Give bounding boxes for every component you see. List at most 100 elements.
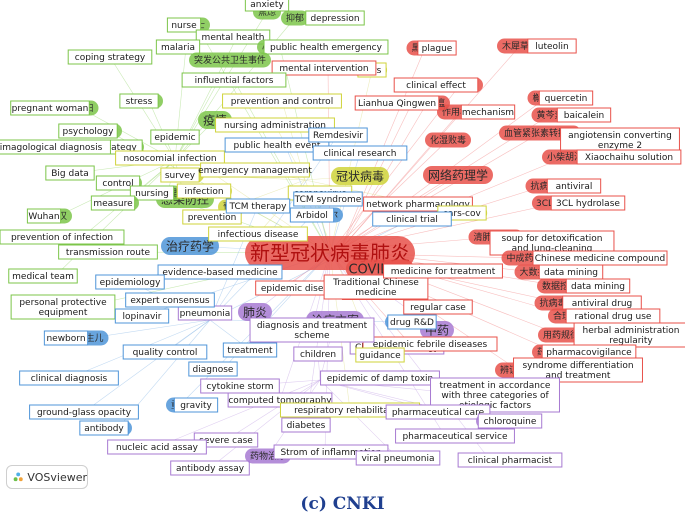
node-box-yingdui (67, 49, 153, 65)
node-yingxiangjc[interactable]: 影像学检查imagological diagnosis (0, 139, 111, 155)
node-liuxingbing[interactable]: 流行病学epidemiology (95, 274, 165, 290)
node-yiqingshidu[interactable]: 湿毒疫epidemic of damp toxin (320, 370, 440, 386)
node-kangtijc[interactable]: 抗体检测antibody assay (170, 460, 250, 476)
node-tangniao[interactable]: 糖尿病diabetes (281, 417, 331, 433)
node-yaowujj[interactable]: 药物警戒pharmacovigilance (532, 344, 637, 360)
node-wuhan[interactable]: 武汉Wuhan (26, 208, 72, 224)
node-bingdu[interactable]: 病毒性肺炎viral pneumonia (355, 450, 441, 466)
node-yingdui[interactable]: 应对策略coping strategy (67, 49, 153, 65)
node-yiliao[interactable]: 医疗队medical team (8, 268, 78, 284)
node-zhongyizhenghou[interactable]: 中医证候TCM syndrome (293, 191, 363, 207)
node-ertong[interactable]: 儿童children (293, 346, 343, 362)
node-hushi[interactable]: 护士nurse (166, 17, 210, 33)
node-xinliganyu[interactable]: 心理健康public health emergency (257, 39, 389, 55)
node-linchuangyaoshi[interactable]: 临床药师clinical pharmacist (457, 452, 563, 468)
node-heliyy[interactable]: 合理用药rational drug use (548, 308, 661, 324)
node-zhongyiliaofa[interactable]: 中医疗法TCM therapy (225, 198, 291, 214)
node-box-yiyu (305, 10, 365, 26)
node-abidu[interactable]: 阿比多尔Arbidol (289, 207, 343, 223)
node-guifan[interactable]: 规范regular case (403, 299, 473, 315)
node-gonggong[interactable]: 公共卫生事件public health event (224, 137, 330, 153)
node-huxi[interactable]: 呼吸康复respiratory rehabilitation (279, 402, 421, 418)
node-yaoxuefw2[interactable]: 药学服务pharmaceutical service (395, 428, 515, 444)
node-yuanneigr[interactable]: 院内感染nosocomial infection (115, 150, 225, 166)
node-yufangganran[interactable]: 预防感染prevention of infection (0, 229, 125, 245)
node-diaocha[interactable]: 调查survey (160, 167, 204, 183)
node-label-guanzhuang: 冠状病毒 (336, 168, 384, 183)
node-zhinan[interactable]: 指南guidance (355, 347, 405, 363)
node-english-hushi: nurse (171, 21, 197, 31)
node-kangti[interactable]: 抗体antibody (79, 420, 132, 436)
node-yingji[interactable]: 应急管理emergency management (198, 162, 312, 178)
node-linchuang[interactable]: 临床疗效clinical effect (393, 77, 483, 93)
node-ganran2[interactable]: 感染infection (176, 183, 232, 199)
node-bubble-tufa (189, 52, 271, 68)
node-yaowuyanfa[interactable]: 药物研发drug R&D (385, 314, 437, 330)
node-ruidexi[interactable]: 瑞德西韦Remdesivir (308, 127, 368, 143)
node-box-huangqin (556, 107, 612, 123)
node-chuanranbing[interactable]: 传染病infectious disease (208, 226, 308, 242)
node-3cl[interactable]: 3CL水解酶3CL hydrolase (531, 195, 626, 211)
node-huliguanli[interactable]: 护理管理nursing administration (215, 117, 335, 133)
node-shuipi[interactable]: 槲皮素quercetin (527, 90, 594, 106)
node-tufa[interactable]: 突发公共卫生事件 (189, 52, 271, 68)
node-lopinawei[interactable]: 洛匹那韦lopinavir (114, 308, 170, 324)
node-zhiliaoyx[interactable]: 治疗药学 (161, 237, 219, 255)
node-lianhua[interactable]: 连花清瘟Lianhua Qingwen (354, 95, 450, 111)
node-linchuangsy[interactable]: 临床试验clinical trial (372, 211, 452, 227)
node-zhongli[interactable]: 重力gravity (166, 397, 219, 413)
node-yingxiang[interactable]: 影响因素influential factors (181, 72, 287, 88)
node-yiyao[interactable]: 医药medicine for treatment (383, 263, 503, 279)
node-english-linchuangsy: clinical trial (386, 215, 438, 225)
node-cuoshi[interactable]: 措施measure (90, 195, 139, 211)
node-linchuangyj[interactable]: 临床研究clinical research (312, 145, 408, 161)
node-english-zuoyong: mechanism (462, 108, 514, 118)
node-hesuan[interactable]: 核酸检测nucleic acid assay (107, 439, 207, 455)
node-fangkong[interactable]: 防控prevention and control (222, 93, 342, 109)
node-xunzheng[interactable]: 循证医学evidence-based medicine (157, 264, 283, 280)
node-zhongzheng[interactable]: 重症severe case (193, 432, 259, 448)
node-xinlijk[interactable]: 心理健康mental health (195, 29, 271, 45)
node-box-liuxingbing (95, 274, 165, 290)
node-yali[interactable]: 压力stress (119, 93, 163, 109)
node-yaoxuefw[interactable]: 药学服务pharmaceutical care (385, 404, 491, 420)
node-zhuanjia[interactable]: 专家共识expert consensus (125, 292, 215, 308)
node-box-cuoshi (90, 195, 136, 211)
node-huli[interactable]: 护理nursing (129, 185, 182, 201)
node-box-yongyao (573, 322, 685, 348)
node-dashuju2[interactable]: 大数据Big data (45, 165, 95, 181)
node-yinzi[interactable]: 细胞因子风暴cytokine storm (200, 378, 280, 394)
node-huashi[interactable]: 化湿败毒 (425, 132, 471, 148)
node-zhiliangkz[interactable]: 质量控制quality control (122, 344, 208, 360)
node-xinlixue[interactable]: 心理psychology (58, 123, 122, 139)
node-zhiliao2[interactable]: 治疗treatment (222, 342, 278, 358)
node-mobo[interactable]: 磨玻璃影ground-glass opacity (29, 404, 139, 420)
node-chuanbo[interactable]: 传播途径transmission route (58, 244, 158, 260)
node-linchuangzd[interactable]: 临床诊断clinical diagnosis (19, 370, 119, 386)
node-heishi[interactable]: 黑死病plague (406, 40, 457, 56)
node-xinli[interactable]: 心理干预mental intervention (271, 60, 377, 76)
node-lvkui[interactable]: 氯喹chloroquine (476, 413, 543, 429)
node-label-tufa: 突发公共卫生事件 (194, 54, 266, 66)
node-zhenduan[interactable]: 诊断diagnose (188, 361, 238, 377)
node-nueji[interactable]: 疟疾malaria (155, 39, 201, 55)
node-yunfu[interactable]: 孕产妇pregnant woman (10, 100, 99, 116)
